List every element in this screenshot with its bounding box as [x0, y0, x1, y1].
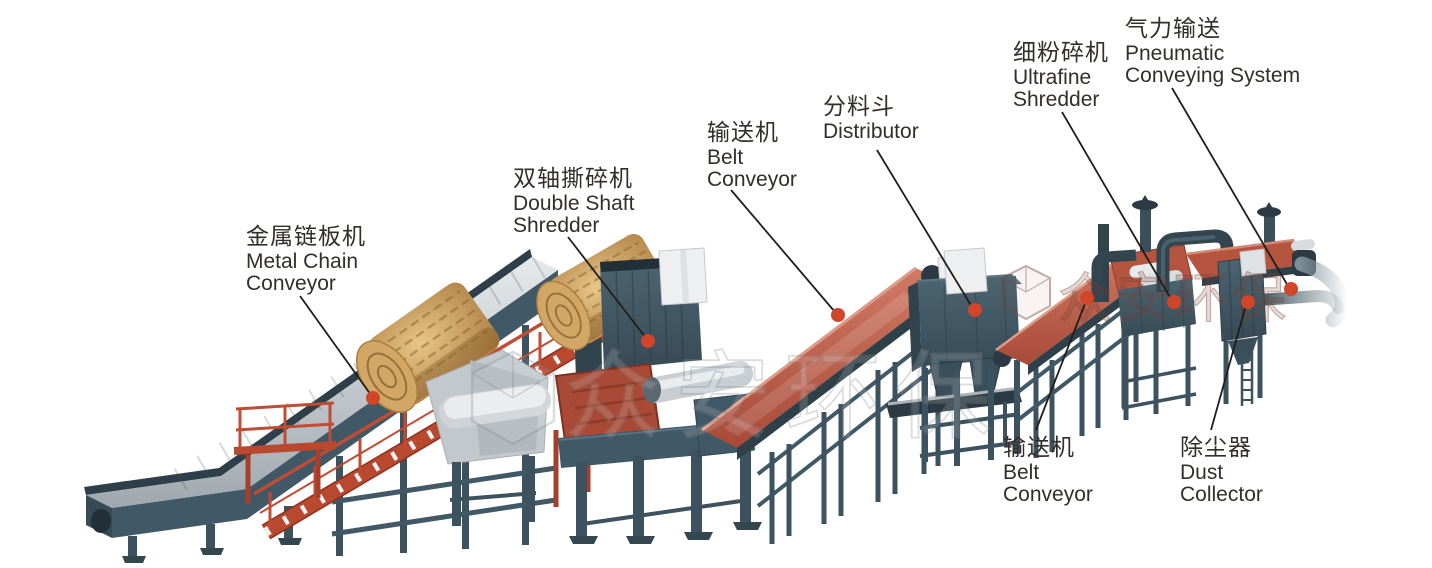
marker-dot-distributor	[968, 303, 982, 317]
double-shaft-shredder-machine	[524, 228, 762, 544]
marker-dot-belt-conveyor-1	[831, 308, 845, 322]
label-en-line1: Distributor	[823, 120, 919, 144]
label-ultrafine-shredder: 细粉碎机 Ultrafine Shredder	[1013, 40, 1109, 112]
marker-dot-double-shaft-shredder	[641, 334, 655, 348]
label-en-line1: Dust	[1180, 461, 1224, 485]
label-en-line2: Conveyor	[707, 168, 797, 192]
leader-metal-chain-conveyor	[299, 295, 372, 396]
label-en-line2: Conveyor	[246, 272, 336, 296]
watermark-center: 众安环保	[470, 340, 1005, 454]
label-belt-conveyor-1: 输送机 Belt Conveyor	[707, 120, 797, 192]
label-en-line1: Metal Chain	[246, 250, 359, 274]
leader-distributor	[876, 149, 973, 308]
label-zh: 金属链板机	[246, 223, 366, 249]
label-zh: 双轴撕碎机	[513, 165, 633, 191]
label-zh: 分料斗	[823, 93, 895, 119]
label-en-line2: Shredder	[513, 214, 600, 238]
label-metal-chain-conveyor: 金属链板机 Metal Chain Conveyor	[246, 224, 366, 296]
label-zh: 除尘器	[1180, 434, 1252, 460]
leader-pneumatic-conveying	[1171, 87, 1289, 287]
label-double-shaft-shredder: 双轴撕碎机 Double Shaft Shredder	[513, 166, 634, 238]
label-en-line1: Ultrafine	[1013, 66, 1092, 90]
label-en-line2: Collector	[1180, 483, 1263, 507]
label-zh: 气力输送	[1125, 15, 1221, 41]
distributor-machine	[886, 247, 1022, 466]
leader-dust-collector	[1210, 304, 1247, 431]
label-en-line2: Conveying System	[1125, 64, 1301, 88]
watermark-text-center: 众安环保	[565, 341, 1005, 453]
label-distributor: 分料斗 Distributor	[823, 94, 919, 143]
label-belt-conveyor-2: 输送机 Belt Conveyor	[1003, 435, 1093, 507]
marker-dots	[366, 282, 1298, 405]
label-zh: 细粉碎机	[1013, 39, 1109, 65]
leader-belt-conveyor-1	[730, 189, 836, 313]
label-zh: 输送机	[707, 119, 779, 145]
label-en-line1: Double Shaft	[513, 192, 635, 216]
marker-dot-ultrafine-shredder	[1167, 295, 1181, 309]
label-en-line2: Shredder	[1013, 88, 1100, 112]
label-en-line2: Conveyor	[1003, 483, 1093, 507]
label-zh: 输送机	[1003, 434, 1075, 460]
leader-belt-conveyor-2	[1035, 300, 1087, 431]
marker-dot-dust-collector	[1241, 295, 1255, 309]
marker-dot-metal-chain-conveyor	[366, 391, 380, 405]
label-en-line1: Belt	[1003, 461, 1040, 485]
leader-double-shaft-shredder	[567, 236, 647, 339]
label-pneumatic-conveying-system: 气力输送 Pneumatic Conveying System	[1125, 16, 1300, 88]
label-dust-collector: 除尘器 Dust Collector	[1180, 435, 1263, 507]
pneumatic-conveying-pipes	[1091, 195, 1281, 302]
leader-lines	[299, 87, 1289, 431]
leader-ultrafine-shredder	[1061, 111, 1172, 300]
belt-conveyor-1-machine	[693, 253, 980, 544]
marker-dot-belt-conveyor-2	[1080, 291, 1094, 305]
label-en-line1: Belt	[707, 146, 744, 170]
marker-dot-pneumatic-conveying	[1284, 282, 1298, 296]
label-en-line1: Pneumatic	[1125, 42, 1225, 66]
shredder-motor-unit	[425, 349, 551, 526]
